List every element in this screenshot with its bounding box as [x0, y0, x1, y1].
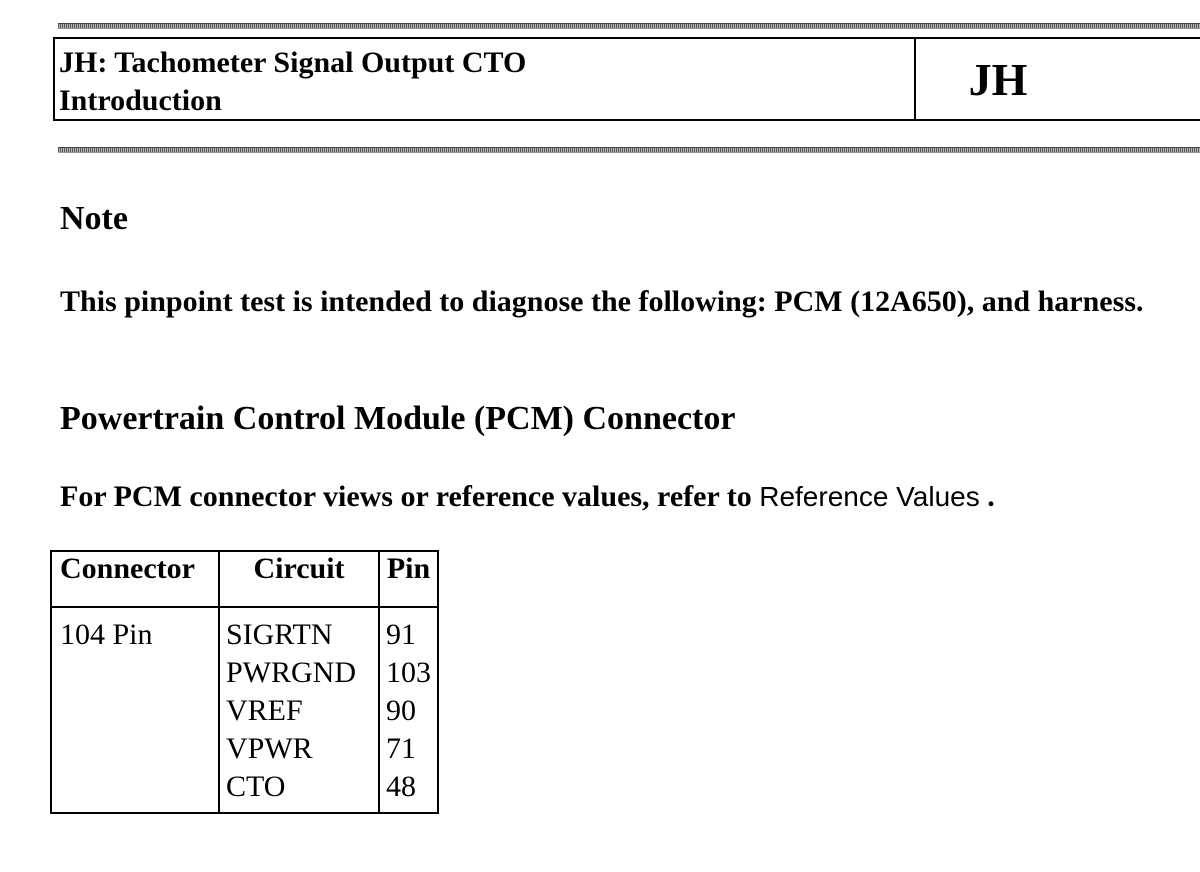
- bottom-divider-rule: [58, 147, 1200, 153]
- pin-number: 48: [386, 770, 416, 803]
- column-header-pin: Pin: [378, 550, 439, 608]
- reference-prefix: For PCM connector views or reference val…: [60, 480, 760, 513]
- pin-number: 91: [386, 618, 416, 651]
- top-divider-rule: [58, 23, 1200, 29]
- circuit-name: VPWR: [226, 732, 313, 765]
- pin-number: 90: [386, 694, 416, 727]
- reference-suffix: .: [979, 480, 995, 513]
- note-body: This pinpoint test is intended to diagno…: [60, 285, 1144, 318]
- connector-pin-table: Connector Circuit Pin 104 Pin SIGRTN PWRG…: [50, 550, 439, 814]
- reference-values-link[interactable]: Reference Values: [759, 481, 980, 512]
- column-header-connector: Connector: [50, 550, 220, 608]
- pcm-connector-heading: Powertrain Control Module (PCM) Connecto…: [60, 400, 736, 437]
- header-title: JH: Tachometer Signal Output CTO: [59, 46, 527, 79]
- table-row: 104 Pin SIGRTN PWRGND VREF VPWR CTO 91 103 90 7…: [50, 606, 439, 814]
- circuit-name: SIGRTN: [226, 618, 333, 651]
- document-header: JH: Tachometer Signal Output CTO Introdu…: [53, 37, 1200, 121]
- header-subtitle: Introduction: [59, 84, 222, 117]
- column-header-circuit: Circuit: [218, 550, 380, 608]
- header-code: JH: [968, 53, 1028, 105]
- circuit-name: CTO: [226, 770, 286, 803]
- table-header-row: Connector Circuit Pin: [50, 550, 439, 608]
- connector-cell: 104 Pin: [50, 606, 220, 814]
- note-heading: Note: [60, 200, 128, 237]
- header-code-cell: JH: [916, 39, 1200, 119]
- reference-line: For PCM connector views or reference val…: [60, 480, 995, 514]
- pin-number: 103: [386, 656, 431, 689]
- circuit-cell: SIGRTN PWRGND VREF VPWR CTO: [218, 606, 380, 814]
- pin-number: 71: [386, 732, 416, 765]
- pin-cell: 91 103 90 71 48: [378, 606, 439, 814]
- circuit-name: PWRGND: [226, 656, 357, 689]
- header-title-cell: JH: Tachometer Signal Output CTO Introdu…: [55, 39, 916, 119]
- circuit-name: VREF: [226, 694, 303, 727]
